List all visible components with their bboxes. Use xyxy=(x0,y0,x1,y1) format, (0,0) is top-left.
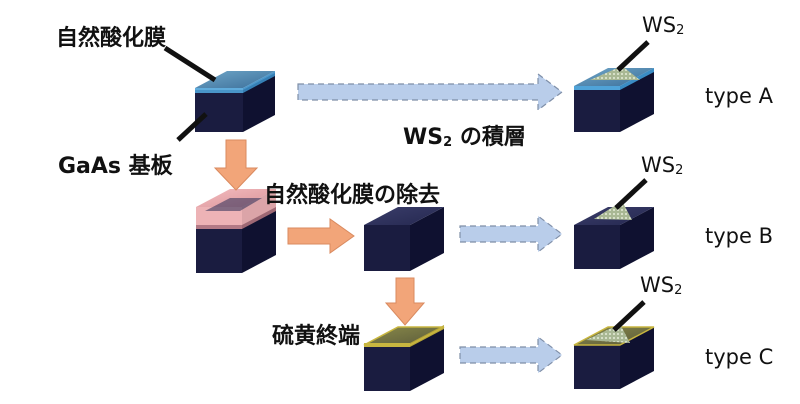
pointer-ws2-a xyxy=(616,40,650,72)
arrow-ws2-stacking-a xyxy=(297,72,563,112)
cube-sulfur-terminated xyxy=(363,325,445,391)
ws2-flake-a xyxy=(590,66,640,80)
label-oxide-removal: 自然酸化膜の除去 xyxy=(264,183,441,208)
ws2-c-sub: 2 xyxy=(674,283,683,298)
cube-type-b xyxy=(574,201,654,269)
cube-oxide-etching xyxy=(196,189,276,273)
ws2-c-base: WS xyxy=(640,273,675,297)
label-type-b: type B xyxy=(705,224,773,248)
ws2-a-base: WS xyxy=(642,13,677,37)
pointer-ws2-c xyxy=(612,300,646,332)
arrow-ws2-stacking-c xyxy=(459,335,563,375)
ws2-stacking-base: WS xyxy=(403,125,444,150)
ws2-b-base: WS xyxy=(641,153,676,177)
pointer-native-oxide xyxy=(163,45,217,83)
label-type-a: type A xyxy=(705,84,773,108)
cube-type-c xyxy=(573,324,655,389)
ws2-flake-b xyxy=(594,201,632,220)
pointer-gaas-substrate xyxy=(176,112,208,142)
label-type-c: type C xyxy=(705,345,774,369)
arrow-ws2-stacking-b xyxy=(459,214,563,254)
label-gaas-substrate: GaAs 基板 xyxy=(58,154,173,179)
label-ws2-stacking: WS2 の積層 xyxy=(403,119,526,151)
pointer-ws2-b xyxy=(614,178,648,210)
cube-type-a xyxy=(574,66,654,132)
arrow-down-oxide-removal xyxy=(213,139,259,191)
ws2-b-sub: 2 xyxy=(675,163,684,178)
cube-native-oxide xyxy=(195,71,275,132)
label-sulfur-termination: 硫黄終端 xyxy=(272,324,361,349)
label-native-oxide: 自然酸化膜 xyxy=(56,26,167,51)
ws2-stacking-text: の積層 xyxy=(459,125,526,150)
ws2-a-sub: 2 xyxy=(676,23,685,38)
label-ws2-c: WS2 xyxy=(640,273,682,298)
ws2-stacking-sub: 2 xyxy=(443,135,453,150)
arrow-down-sulfur xyxy=(384,277,426,326)
label-ws2-a: WS2 xyxy=(642,13,684,38)
cube-bare-gaas xyxy=(364,207,444,271)
label-ws2-b: WS2 xyxy=(641,153,683,178)
arrow-right-to-bare xyxy=(287,218,355,254)
